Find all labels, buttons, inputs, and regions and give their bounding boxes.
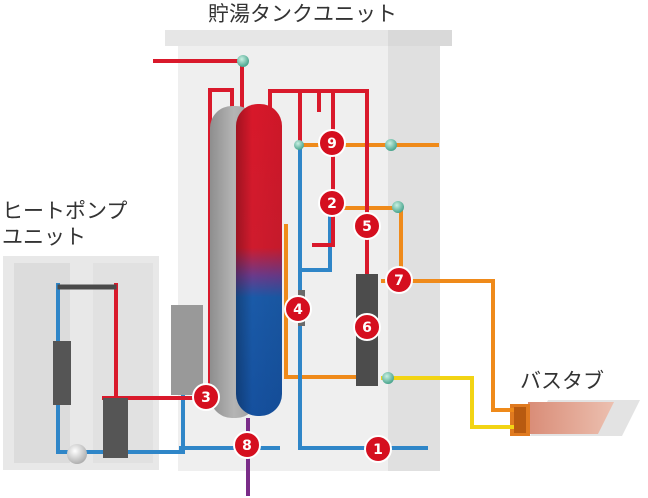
tank-unit-label: 貯湯タンクユニット [208, 2, 397, 26]
junction-node [385, 139, 397, 151]
bathtub [510, 400, 640, 436]
callout-6[interactable]: 6 [353, 313, 381, 341]
callout-5[interactable]: 5 [353, 212, 381, 240]
hot-water-tank [210, 104, 282, 418]
svg-text:6: 6 [362, 320, 372, 336]
auxiliary-box [171, 305, 203, 395]
svg-text:4: 4 [293, 302, 303, 318]
heat-pump-label-line2: ユニット [2, 225, 86, 249]
callout-9[interactable]: 9 [318, 129, 346, 157]
callout-7[interactable]: 7 [385, 266, 413, 294]
svg-text:2: 2 [327, 196, 337, 212]
callout-8[interactable]: 8 [233, 431, 261, 459]
svg-text:1: 1 [373, 442, 383, 458]
heat-pump-components [53, 341, 128, 464]
heat-pump-coil [53, 341, 71, 405]
bath-supply-pipe [381, 376, 514, 429]
svg-text:5: 5 [362, 219, 372, 235]
svg-text:8: 8 [242, 438, 252, 454]
callout-3[interactable]: 3 [192, 383, 220, 411]
svg-text:9: 9 [327, 136, 337, 152]
svg-text:7: 7 [394, 273, 404, 289]
callout-1[interactable]: 1 [364, 435, 392, 463]
heat-pump-compressor [103, 398, 128, 458]
bathtub-label: バスタブ [520, 369, 604, 393]
heat-pump-housing [3, 256, 159, 470]
callout-2[interactable]: 2 [318, 189, 346, 217]
callout-4[interactable]: 4 [284, 295, 312, 323]
junction-node [294, 140, 304, 150]
pipes [56, 59, 514, 496]
junction-node [382, 372, 394, 384]
callouts: 1 2 3 4 5 6 7 8 [192, 129, 413, 463]
junction-node [392, 201, 404, 213]
heat-pump-label-line1: ヒートポンプ [2, 199, 128, 223]
junction-nodes [237, 55, 404, 384]
svg-text:3: 3 [201, 390, 211, 406]
junction-node [237, 55, 249, 67]
heat-pump-pump [67, 444, 87, 464]
